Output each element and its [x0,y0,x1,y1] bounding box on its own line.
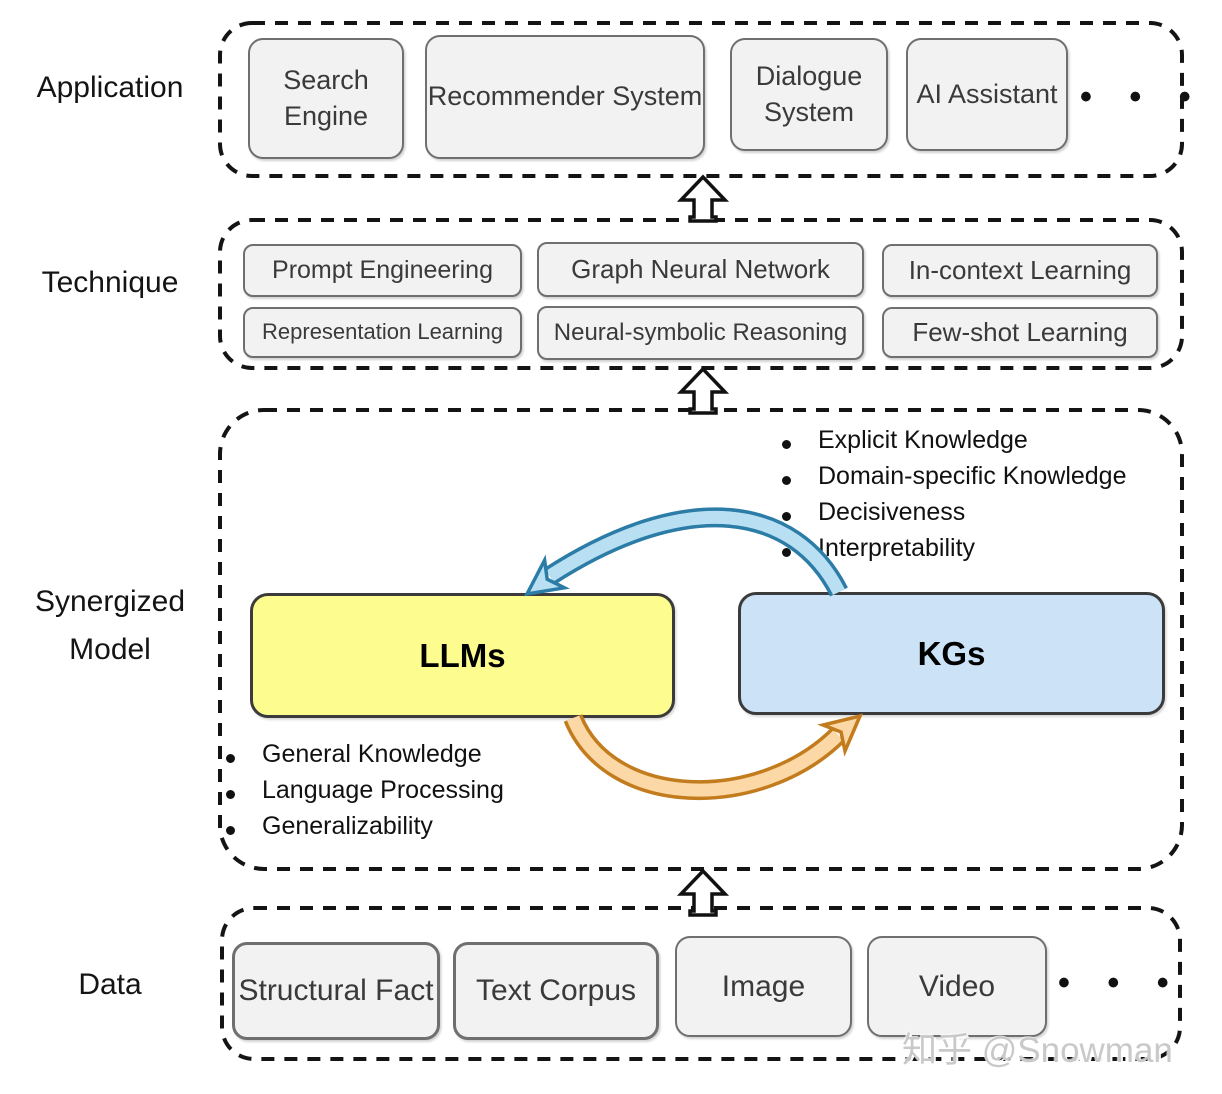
watermark-text: 知乎 @Snowman [902,1031,1173,1070]
synergized-label-line2: Model [69,633,151,666]
kg-benefit-text: Interpretability [818,534,976,562]
list-item: General Knowledge [226,740,504,776]
technique-layer: Prompt Engineering Graph Neural Network … [218,218,1180,368]
synergized-model-layer-label: Synergized Model [10,578,210,674]
data-layer-label: Data [78,968,142,1001]
up-arrow-icon [676,174,730,223]
technique-box-few-shot-learning: Few-shot Learning [882,307,1158,358]
application-box-dialogue-system: Dialogue System [730,38,888,151]
application-layer-label: Application [36,71,184,104]
data-box-text-corpus: Text Corpus [453,942,659,1040]
data-box-structural-fact: Structural Fact [232,942,440,1040]
bullet-icon [782,547,791,557]
list-item: Interpretability [782,534,1126,570]
llm-benefit-text: Language Processing [262,776,504,804]
application-ellipsis-icon: • • • [1080,78,1205,116]
bullet-icon [782,439,791,449]
kg-benefit-text: Decisiveness [818,498,966,526]
application-layer: Search Engine Recommender System Dialogu… [218,21,1191,176]
synergized-model-layer: Explicit Knowledge Domain-specific Knowl… [218,408,1180,869]
bullet-icon [782,511,791,521]
list-item: Generalizability [226,812,504,848]
llms-box-label: LLMs [419,636,506,674]
data-box-image: Image [675,936,852,1037]
kgs-box: KGs [738,592,1165,715]
technique-layer-label: Technique [41,266,179,299]
llm-benefit-text: General Knowledge [262,740,482,768]
technique-box-in-context-learning: In-context Learning [882,244,1158,297]
technique-box-neural-symbolic-reasoning: Neural-symbolic Reasoning [537,306,864,360]
kg-benefit-text: Explicit Knowledge [818,426,1028,454]
kg-benefits-list: Explicit Knowledge Domain-specific Knowl… [782,426,1126,570]
llm-benefits-list: General Knowledge Language Processing Ge… [226,740,504,848]
bullet-icon [226,789,235,799]
list-item: Language Processing [226,776,504,812]
list-item: Domain-specific Knowledge [782,462,1126,498]
synergized-label-line1: Synergized [34,585,186,618]
technique-box-prompt-engineering: Prompt Engineering [243,244,522,297]
kgs-box-label: KGs [917,634,986,672]
bullet-icon [782,475,791,485]
list-item: Decisiveness [782,498,1126,534]
up-arrow-icon [676,366,730,415]
llms-box: LLMs [250,593,675,718]
llm-benefit-text: Generalizability [262,812,433,840]
technique-box-graph-neural-network: Graph Neural Network [537,242,864,297]
application-box-recommender-system: Recommender System [425,35,705,159]
kg-benefit-text: Domain-specific Knowledge [818,462,1127,490]
list-item: Explicit Knowledge [782,426,1126,462]
data-ellipsis-icon: • • • [1058,964,1183,1002]
bullet-icon [226,825,235,835]
bullet-icon [226,753,235,763]
application-box-ai-assistant: AI Assistant [906,38,1068,151]
technique-box-representation-learning: Representation Learning [243,307,522,358]
application-box-search-engine: Search Engine [248,38,404,159]
